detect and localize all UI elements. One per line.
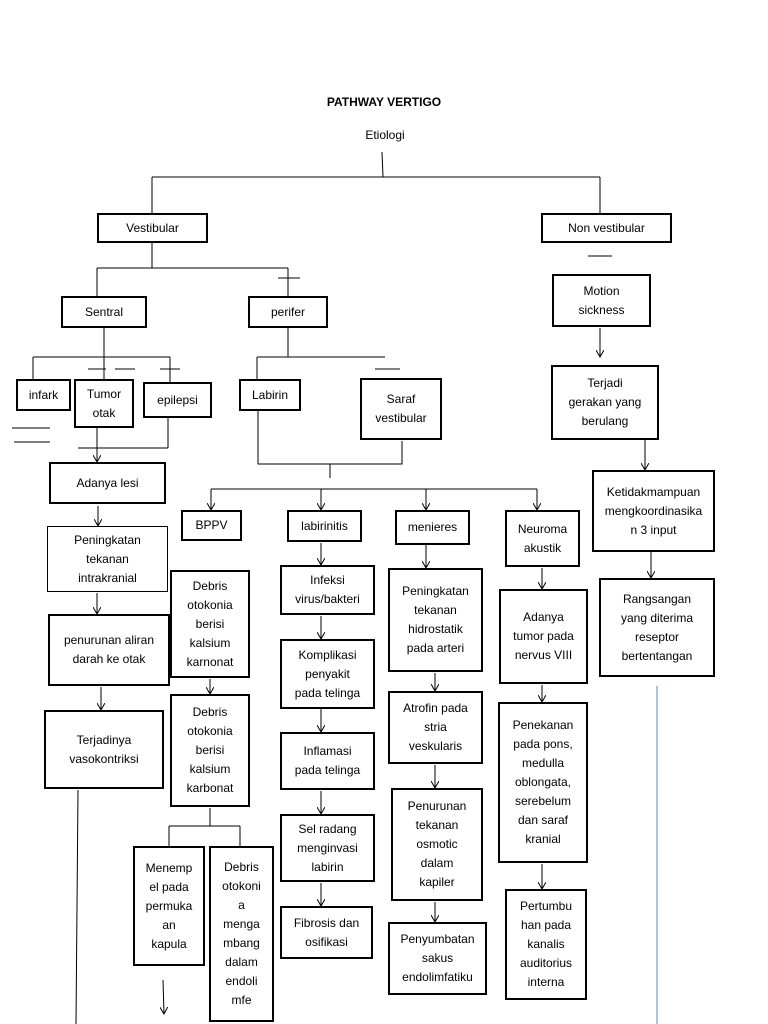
node-inflamasi: Inflamasi pada telinga bbox=[280, 732, 375, 790]
root-etiologi: Etiologi bbox=[365, 128, 405, 142]
node-penyumbatan: Penyumbatan sakus endolimfatiku bbox=[388, 922, 487, 995]
node-menieres: menieres bbox=[395, 510, 470, 545]
node-labirin: Labirin bbox=[239, 379, 301, 411]
node-perifer: perifer bbox=[248, 296, 328, 328]
node-motion-sickness: Motion sickness bbox=[552, 274, 651, 327]
page-title: PATHWAY VERTIGO bbox=[326, 95, 442, 109]
node-atrofin: Atrofin pada stria veskularis bbox=[388, 691, 483, 764]
node-adanya-tumor: Adanya tumor pada nervus VIII bbox=[499, 589, 588, 684]
node-komplikasi: Komplikasi penyakit pada telinga bbox=[280, 639, 375, 709]
node-pertumbuhan: Pertumbu han pada kanalis auditorius int… bbox=[505, 889, 587, 1000]
node-epilepsi: epilepsi bbox=[143, 382, 212, 418]
node-adanya-lesi: Adanya lesi bbox=[49, 462, 166, 504]
node-sentral: Sentral bbox=[61, 296, 147, 328]
node-tumor-otak: Tumor otak bbox=[74, 379, 134, 428]
node-neuroma-akustik: Neuroma akustik bbox=[505, 510, 580, 567]
node-debris-mengambang: Debris otokoni a menga mbang dalam endol… bbox=[209, 846, 274, 1022]
node-debris-karnonat: Debris otokonia berisi kalsium karnonat bbox=[170, 570, 250, 678]
node-penurunan-aliran: penurunan aliran darah ke otak bbox=[48, 614, 170, 686]
node-rangsangan: Rangsangan yang diterima reseptor berten… bbox=[599, 578, 715, 677]
node-menempel-kapula: Menemp el pada permuka an kapula bbox=[133, 846, 205, 966]
node-peningkatan-hidrostatik: Peningkatan tekanan hidrostatik pada art… bbox=[388, 568, 483, 672]
node-non-vestibular: Non vestibular bbox=[541, 213, 672, 243]
node-bppv: BPPV bbox=[181, 510, 242, 541]
node-ketidakmampuan: Ketidakmampuan mengkoordinasika n 3 inpu… bbox=[592, 470, 715, 552]
node-debris-karbonat: Debris otokonia berisi kalsium karbonat bbox=[170, 694, 250, 807]
node-peningkatan-tekanan-intrakranial: Peningkatan tekanan intrakranial bbox=[47, 526, 168, 592]
node-infark: infark bbox=[16, 379, 71, 411]
node-penekanan: Penekanan pada pons, medulla oblongata, … bbox=[498, 702, 588, 863]
node-fibrosis: Fibrosis dan osifikasi bbox=[280, 906, 373, 959]
node-terjadi-gerakan: Terjadi gerakan yang berulang bbox=[551, 365, 659, 440]
node-vasokontriksi: Terjadinya vasokontriksi bbox=[44, 710, 164, 789]
node-labirinitis: labirinitis bbox=[287, 510, 362, 542]
node-sel-radang: Sel radang menginvasi labirin bbox=[280, 814, 375, 882]
node-infeksi: Infeksi virus/bakteri bbox=[280, 565, 375, 615]
node-penurunan-osmotic: Penurunan tekanan osmotic dalam kapiler bbox=[391, 788, 483, 901]
node-vestibular: Vestibular bbox=[97, 213, 208, 243]
node-saraf-vestibular: Saraf vestibular bbox=[360, 378, 442, 440]
